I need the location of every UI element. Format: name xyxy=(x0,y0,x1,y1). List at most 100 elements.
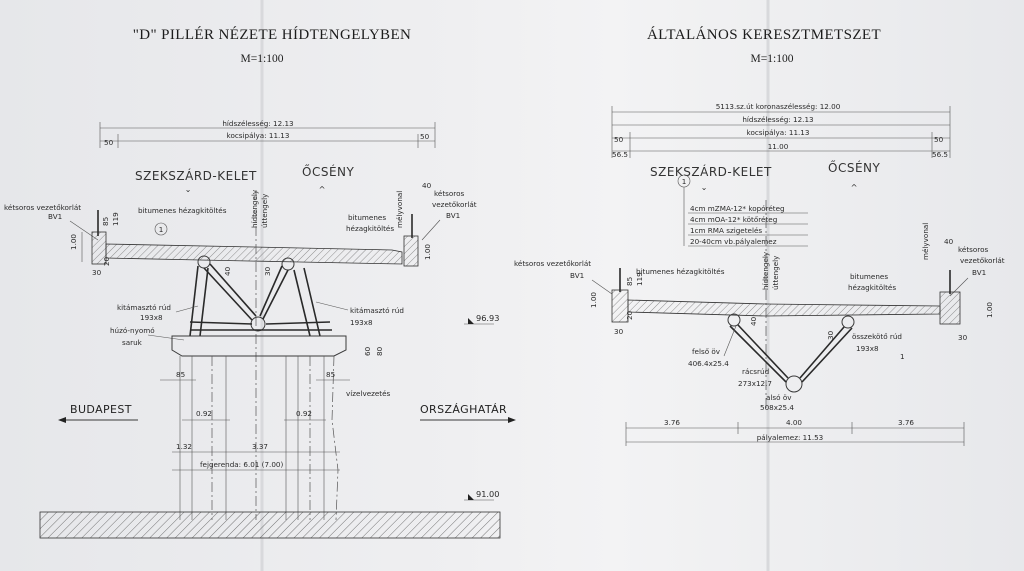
leader-line xyxy=(175,305,199,313)
label-bridge-axis: hídtengely xyxy=(250,189,259,228)
label-lattice-2: 273x12.7 xyxy=(738,379,772,388)
dim-1-00-right: 1.00 xyxy=(985,302,994,318)
dim-1-00-left: 1.00 xyxy=(69,234,78,250)
dim-119: 119 xyxy=(635,272,644,286)
truss-diagonal xyxy=(737,324,789,379)
curb-right xyxy=(403,235,419,267)
curb-right xyxy=(939,291,961,325)
arrow-right-icon xyxy=(508,417,516,423)
dim-40-top: 40 xyxy=(422,181,432,190)
truss-node xyxy=(785,375,803,393)
label-low-line: mélyvonal xyxy=(921,223,930,260)
left-title: "D" PILLÉR NÉZETE HÍDTENGELYBEN xyxy=(133,26,412,43)
dim-20: 20 xyxy=(625,310,634,320)
label-strut-right-1: kitámasztó rúd xyxy=(350,306,404,315)
dim-3-76-right: 3.76 xyxy=(898,418,914,427)
label-bottom-chord-1: alsó öv xyxy=(766,393,792,402)
label-top-chord-1: felső öv xyxy=(692,347,721,356)
dir-orszaghatar: ORSZÁGHATÁR xyxy=(420,403,507,416)
deck-slab xyxy=(627,299,941,317)
truss-diagonal xyxy=(799,326,845,379)
strut-right xyxy=(293,269,311,337)
label-bv1-right: BV1 xyxy=(972,268,986,277)
layer-insulation: 1cm RMA szigetelés xyxy=(690,226,762,235)
elevation-marker-icon xyxy=(468,494,474,500)
pier-cap xyxy=(171,335,347,357)
dim-deck-slab: pályalemez: 11.53 xyxy=(757,433,824,442)
label-barrier-right-2: vezetőkorlát xyxy=(432,200,477,209)
label-bv1-right: BV1 xyxy=(446,211,460,220)
truss-diagonal xyxy=(729,325,787,383)
callout-1: 1 xyxy=(159,225,164,234)
label-joint-right-2: hézagkitöltés xyxy=(346,224,394,233)
dim-85-right: 85 xyxy=(326,370,335,379)
label-joint-left: bitumenes hézagkitöltés xyxy=(636,267,725,276)
layer-wearing: 4cm mZMA-12* kopóréteg xyxy=(690,204,785,213)
arrow-left-icon xyxy=(58,417,66,423)
cross-section-view: ÁLTALÁNOS KERESZTMETSZET M=1:100 5113.sz… xyxy=(514,26,1005,446)
truss-diagonal xyxy=(262,269,289,320)
strut-left xyxy=(199,267,209,337)
strut-right xyxy=(303,267,321,337)
dim-11-00: 11.00 xyxy=(768,142,789,151)
dim-20: 20 xyxy=(102,256,111,266)
dim-0-92-right: 0.92 xyxy=(296,409,312,418)
label-joint-right-2: hézagkitöltés xyxy=(848,283,896,292)
dim-roadway: kocsipálya: 11.13 xyxy=(747,128,810,137)
dim-85-left: 85 xyxy=(176,370,185,379)
truss-node xyxy=(841,315,855,329)
dim-50-right: 50 xyxy=(934,135,944,144)
label-ocseny: ŐCSÉNY xyxy=(302,164,355,179)
label-road-axis: úttengely xyxy=(771,255,780,290)
dim-40-left: 40 xyxy=(223,266,232,276)
dim-85: 85 xyxy=(625,277,634,286)
label-bottom-chord-2: 508x25.4 xyxy=(760,403,794,412)
label-bridge-axis: hídtengely xyxy=(761,251,770,290)
pier-elevation-view: "D" PILLÉR NÉZETE HÍDTENGELYBEN M=1:100 … xyxy=(4,26,516,539)
label-lattice-1: rácsrúd xyxy=(742,367,769,376)
leader-line xyxy=(421,219,441,241)
dim-40-top: 40 xyxy=(944,237,954,246)
dim-56-left: 56.5 xyxy=(612,150,628,159)
dim-1-00-left: 1.00 xyxy=(589,292,598,308)
label-barrier-right-1: kétsoros xyxy=(434,189,464,198)
label-low-line: mélyvonal xyxy=(395,191,404,228)
label-bearing-2: saruk xyxy=(122,338,143,347)
dim-pier-cap: fejgerenda: 6.01 (7.00) xyxy=(200,460,283,469)
dim-119: 119 xyxy=(111,212,120,226)
label-barrier-left: kétsoros vezetőkorlát xyxy=(4,203,81,212)
tie-rod xyxy=(265,321,331,325)
truss-diagonal xyxy=(801,327,853,383)
label-joint-right-1: bitumenes xyxy=(348,213,386,222)
dim-56-right: 56.5 xyxy=(932,150,948,159)
dim-3-76-left: 3.76 xyxy=(664,418,680,427)
truss-diagonal xyxy=(203,267,253,321)
dim-30-mid: 30 xyxy=(826,330,835,340)
leader-line xyxy=(315,301,349,311)
label-joint-right-1: bitumenes xyxy=(850,272,888,281)
arrow-down-icon: ⌄ xyxy=(701,182,708,192)
dim-1-00-right: 1.00 xyxy=(423,244,432,260)
dim-bridge-width: hídszélesség: 12.13 xyxy=(742,115,813,124)
label-barrier-right-2: vezetőkorlát xyxy=(960,256,1005,265)
truss-node xyxy=(727,313,741,327)
leader-line xyxy=(147,334,185,341)
arrow-up-icon: ^ xyxy=(319,184,326,194)
dim-3-37: 3.37 xyxy=(252,442,268,451)
dim-30-mid: 30 xyxy=(263,266,272,276)
label-connector-1: összekötő rúd xyxy=(852,332,902,341)
dim-50-right: 50 xyxy=(420,132,430,141)
layer-slab: 20-40cm vb.pályalemez xyxy=(690,237,777,246)
dir-budapest: BUDAPEST xyxy=(70,403,132,416)
truss-diagonal xyxy=(209,263,257,317)
strut-left xyxy=(189,265,199,337)
dim-crown-width: 5113.sz.út koronaszélesség: 12.00 xyxy=(716,102,841,111)
label-connector-2: 193x8 xyxy=(856,344,879,353)
label-ocseny: ŐCSÉNY xyxy=(828,160,881,175)
right-title: ÁLTALÁNOS KERESZTMETSZET xyxy=(647,26,881,43)
label-bv1-left: BV1 xyxy=(570,271,584,280)
dim-0-92-left: 0.92 xyxy=(196,409,212,418)
label-strut-left-1: kitámasztó rúd xyxy=(117,303,171,312)
